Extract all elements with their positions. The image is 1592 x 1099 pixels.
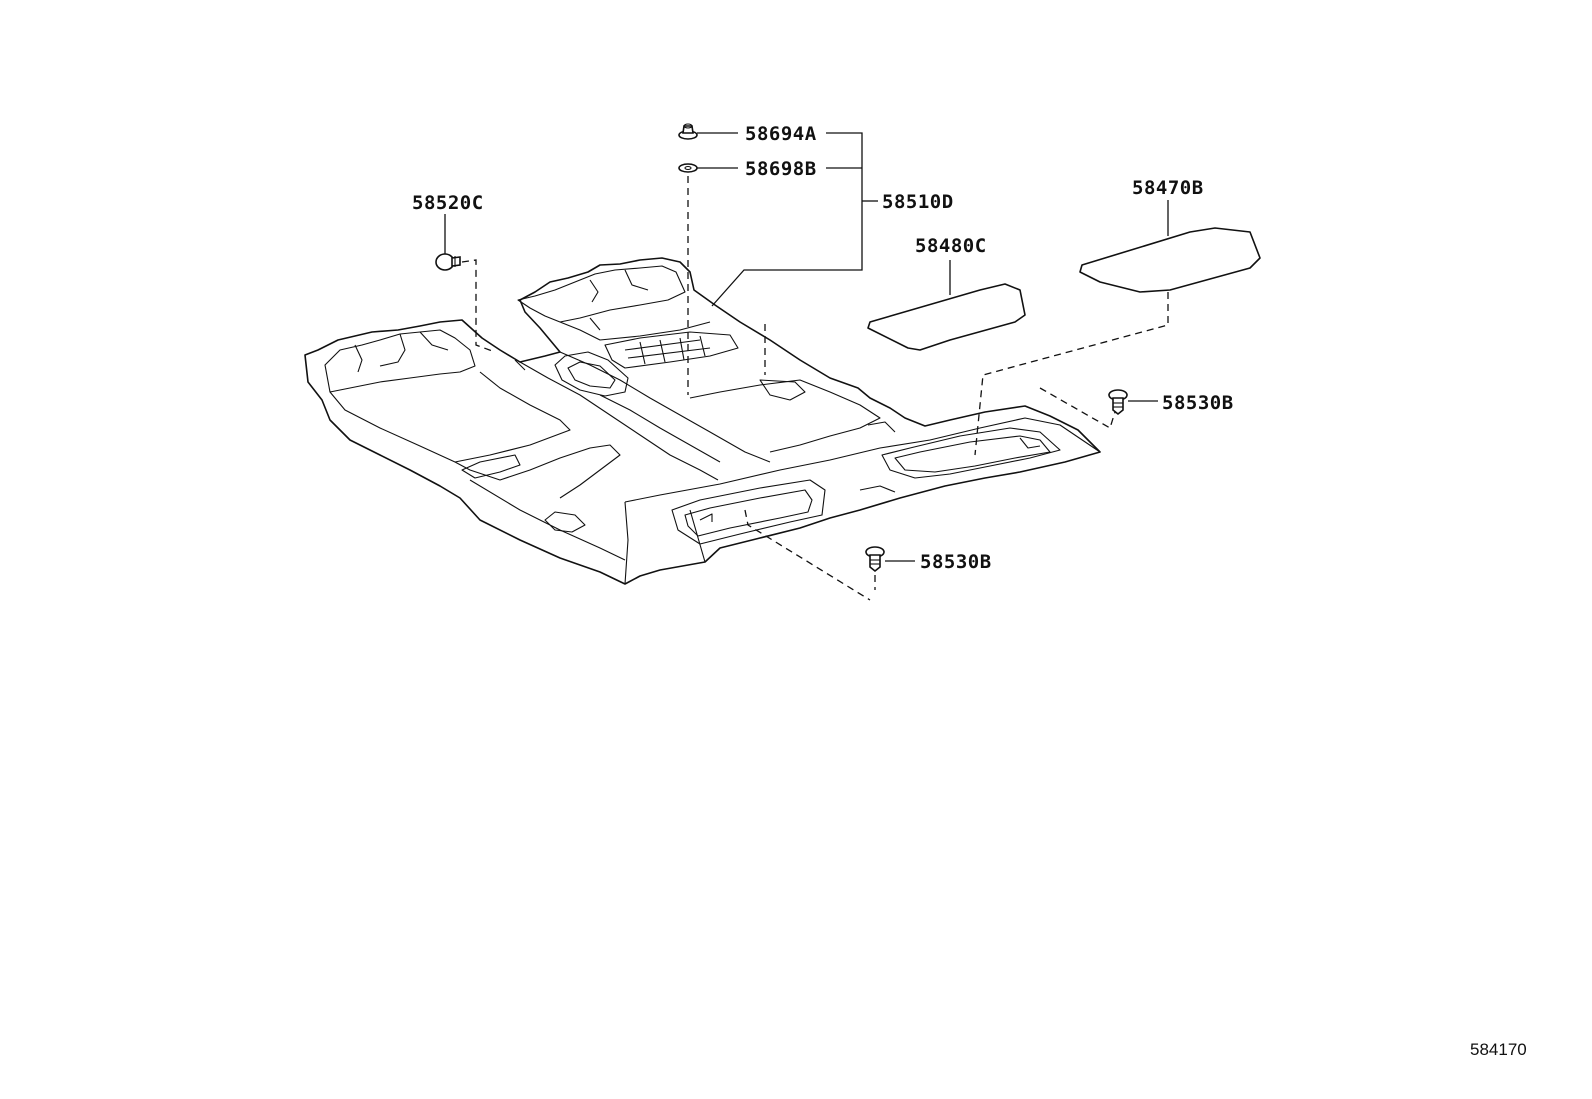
- leader-lines: [444, 132, 1169, 562]
- mat-58470b: [1079, 227, 1261, 293]
- label-58698b: 58698B: [745, 158, 817, 180]
- clip-58530b-right-icon: [1108, 389, 1128, 416]
- clip-58694a-icon: [678, 123, 698, 140]
- label-58530b-bottom: 58530B: [920, 551, 992, 573]
- label-58510d: 58510D: [882, 191, 954, 213]
- clip-58530b-bottom-icon: [865, 546, 885, 573]
- label-58470b: 58470B: [1132, 177, 1204, 199]
- mat-58480c: [867, 283, 1026, 351]
- label-58530b-right: 58530B: [1162, 392, 1234, 414]
- label-58480c: 58480C: [915, 235, 987, 257]
- label-58520c: 58520C: [412, 192, 484, 214]
- label-58694a: 58694A: [745, 123, 817, 145]
- assembly-dash-lines: [461, 176, 1169, 601]
- washer-58698b-icon: [678, 163, 698, 173]
- floor-carpet-assembly: [304, 257, 1101, 585]
- diagram-id: 584170: [1470, 1040, 1527, 1059]
- floor-carpet-outline: [304, 257, 1101, 585]
- clip-58520c-icon: [435, 253, 461, 271]
